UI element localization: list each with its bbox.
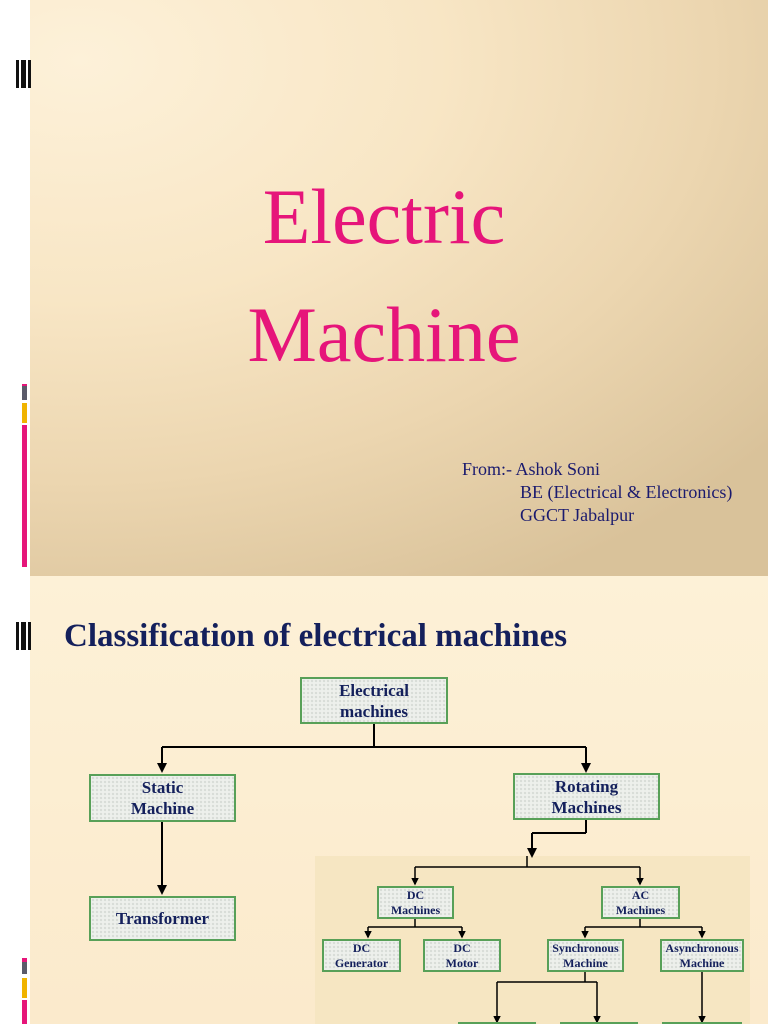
node-label: AC bbox=[631, 887, 650, 902]
author-name: From:- Ashok Soni bbox=[462, 459, 601, 479]
node-label: Machines bbox=[551, 797, 622, 817]
node-label: Machines bbox=[390, 902, 441, 917]
title-line-2: Machine bbox=[247, 291, 521, 378]
author-block: From:- Ashok Soni BE (Electrical & Elect… bbox=[462, 458, 732, 527]
node-label: Machine bbox=[130, 799, 195, 818]
accent-bar-pink bbox=[22, 425, 27, 567]
node-cut-off-1 bbox=[458, 1022, 536, 1024]
node-label: Machines bbox=[615, 902, 666, 917]
slide-heading: Classification of electrical machines bbox=[64, 618, 568, 654]
node-label: Static bbox=[141, 778, 184, 797]
node-label: Machine bbox=[679, 955, 725, 970]
node-label: Electrical bbox=[339, 680, 409, 700]
node-label: Synchronous bbox=[552, 940, 619, 955]
left-margin-strip-2 bbox=[0, 576, 30, 1024]
accent-bar-gray-2 bbox=[22, 962, 27, 974]
node-label: Machine bbox=[563, 955, 608, 970]
node-label: DC bbox=[453, 940, 471, 955]
node-cut-off-3 bbox=[662, 1022, 742, 1024]
node-label: machines bbox=[339, 701, 408, 721]
accent-bar-gold-2 bbox=[22, 978, 27, 998]
diagram-connectors bbox=[157, 724, 706, 1024]
node-label: Asynchronous bbox=[665, 940, 739, 955]
author-college: GGCT Jabalpur bbox=[520, 505, 635, 525]
presentation-title: Electric Machine bbox=[0, 158, 768, 394]
accent-bar-pink-2 bbox=[22, 1000, 27, 1024]
title-line-1: Electric bbox=[262, 173, 506, 260]
author-degree: BE (Electrical & Electronics) bbox=[520, 482, 733, 502]
node-cut-off-2 bbox=[560, 1022, 638, 1024]
accent-bar-gold bbox=[22, 403, 27, 423]
node-label: DC bbox=[406, 887, 425, 902]
node-transformer: Transformer bbox=[89, 896, 236, 941]
slide-marker-icon bbox=[16, 60, 31, 88]
node-label: Motor bbox=[445, 955, 479, 970]
node-label: DC bbox=[352, 940, 371, 955]
node-label: Generator bbox=[334, 955, 389, 970]
classification-slide: Classification of electrical machines bbox=[0, 576, 768, 1024]
node-label: Transformer bbox=[115, 909, 210, 928]
node-label: Rotating bbox=[554, 776, 619, 796]
title-slide: Electric Machine From:- Ashok Soni BE (E… bbox=[0, 0, 768, 576]
accent-bar-gray bbox=[22, 386, 27, 400]
slide-marker-icon bbox=[16, 622, 31, 650]
